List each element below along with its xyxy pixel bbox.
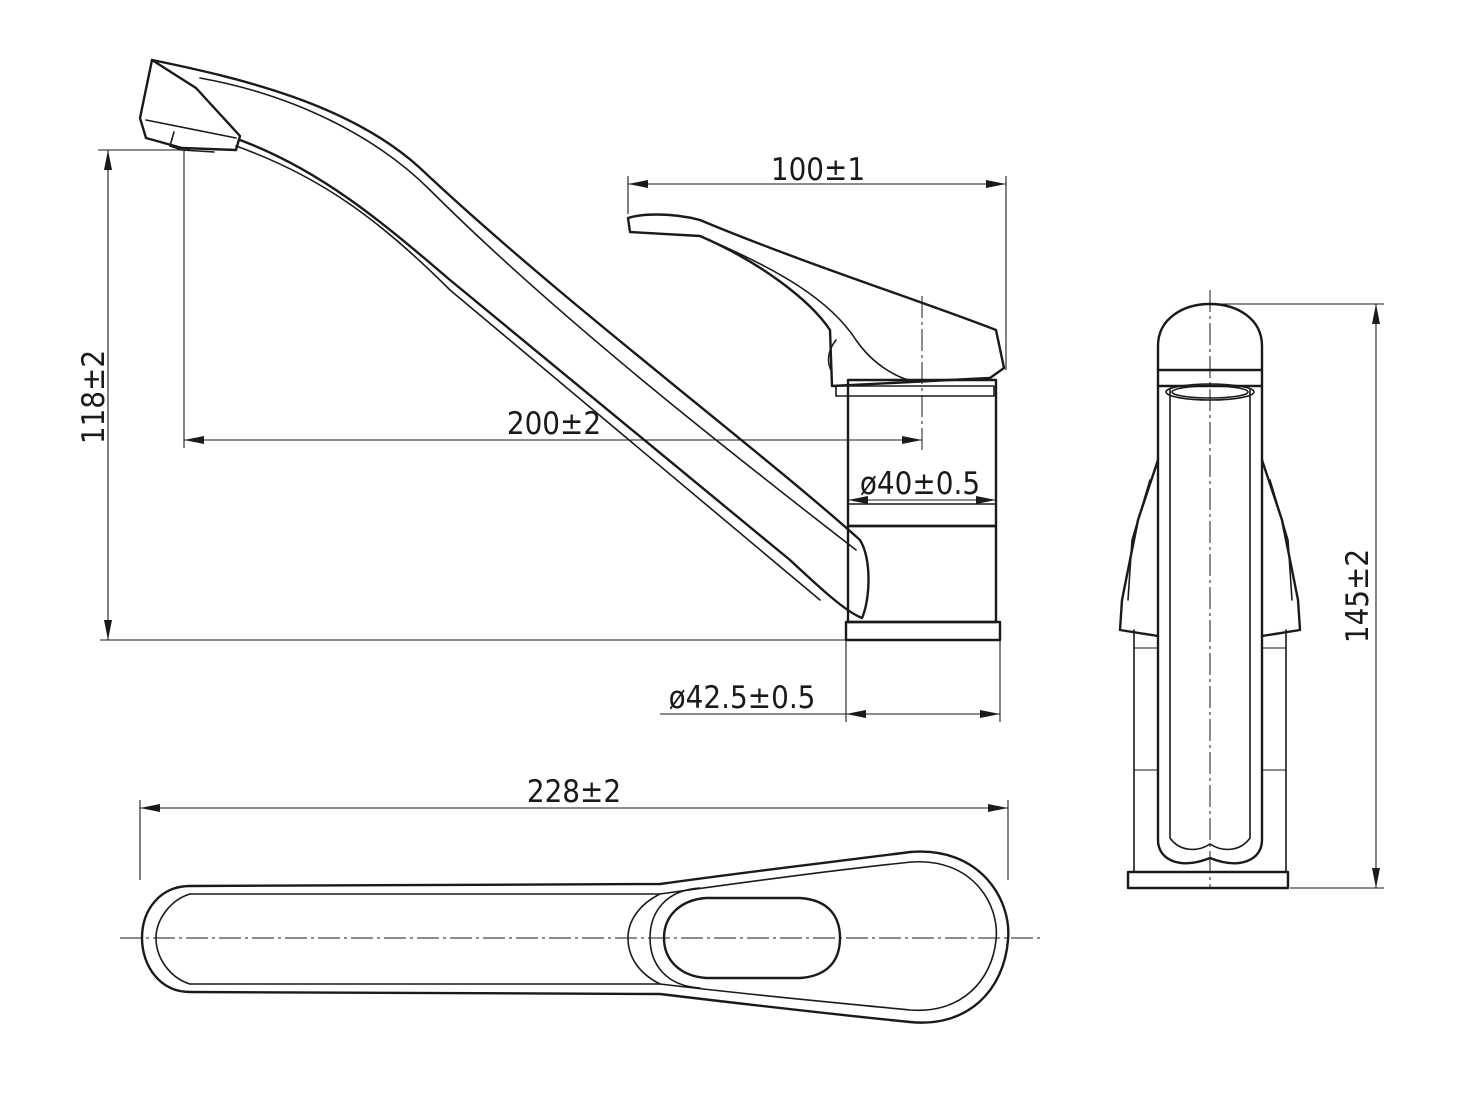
top-dimensions: [139, 800, 1009, 880]
dim-label-spout-reach: 200±2: [507, 406, 601, 442]
lever-wing-right: [1260, 458, 1302, 638]
dim-label-lever-length: 100±1: [771, 152, 865, 188]
base-ring: [844, 620, 1002, 642]
spout-outline-top: [140, 850, 1010, 1024]
front-view: [1118, 290, 1302, 890]
spout-head-front: [1156, 302, 1264, 372]
dim-label-overall-height: 145±2: [1340, 549, 1376, 643]
base-front: [1126, 870, 1290, 890]
side-dimensions: [98, 148, 1007, 722]
front-dimensions: [1212, 303, 1384, 889]
lever-wing-left: [1118, 458, 1160, 638]
top-view: [120, 850, 1040, 1024]
dim-label-spout-height: 118±2: [76, 350, 112, 444]
lever-recess: [662, 896, 842, 980]
side-view: [138, 58, 1006, 642]
dim-label-body-diameter: ø40±0.5: [860, 466, 980, 502]
dim-label-overall-length: 228±2: [527, 774, 621, 810]
spout-arm: [150, 58, 870, 620]
lever-handle: [626, 213, 1006, 388]
dim-label-base-diameter: ø42.5±0.5: [669, 680, 816, 716]
